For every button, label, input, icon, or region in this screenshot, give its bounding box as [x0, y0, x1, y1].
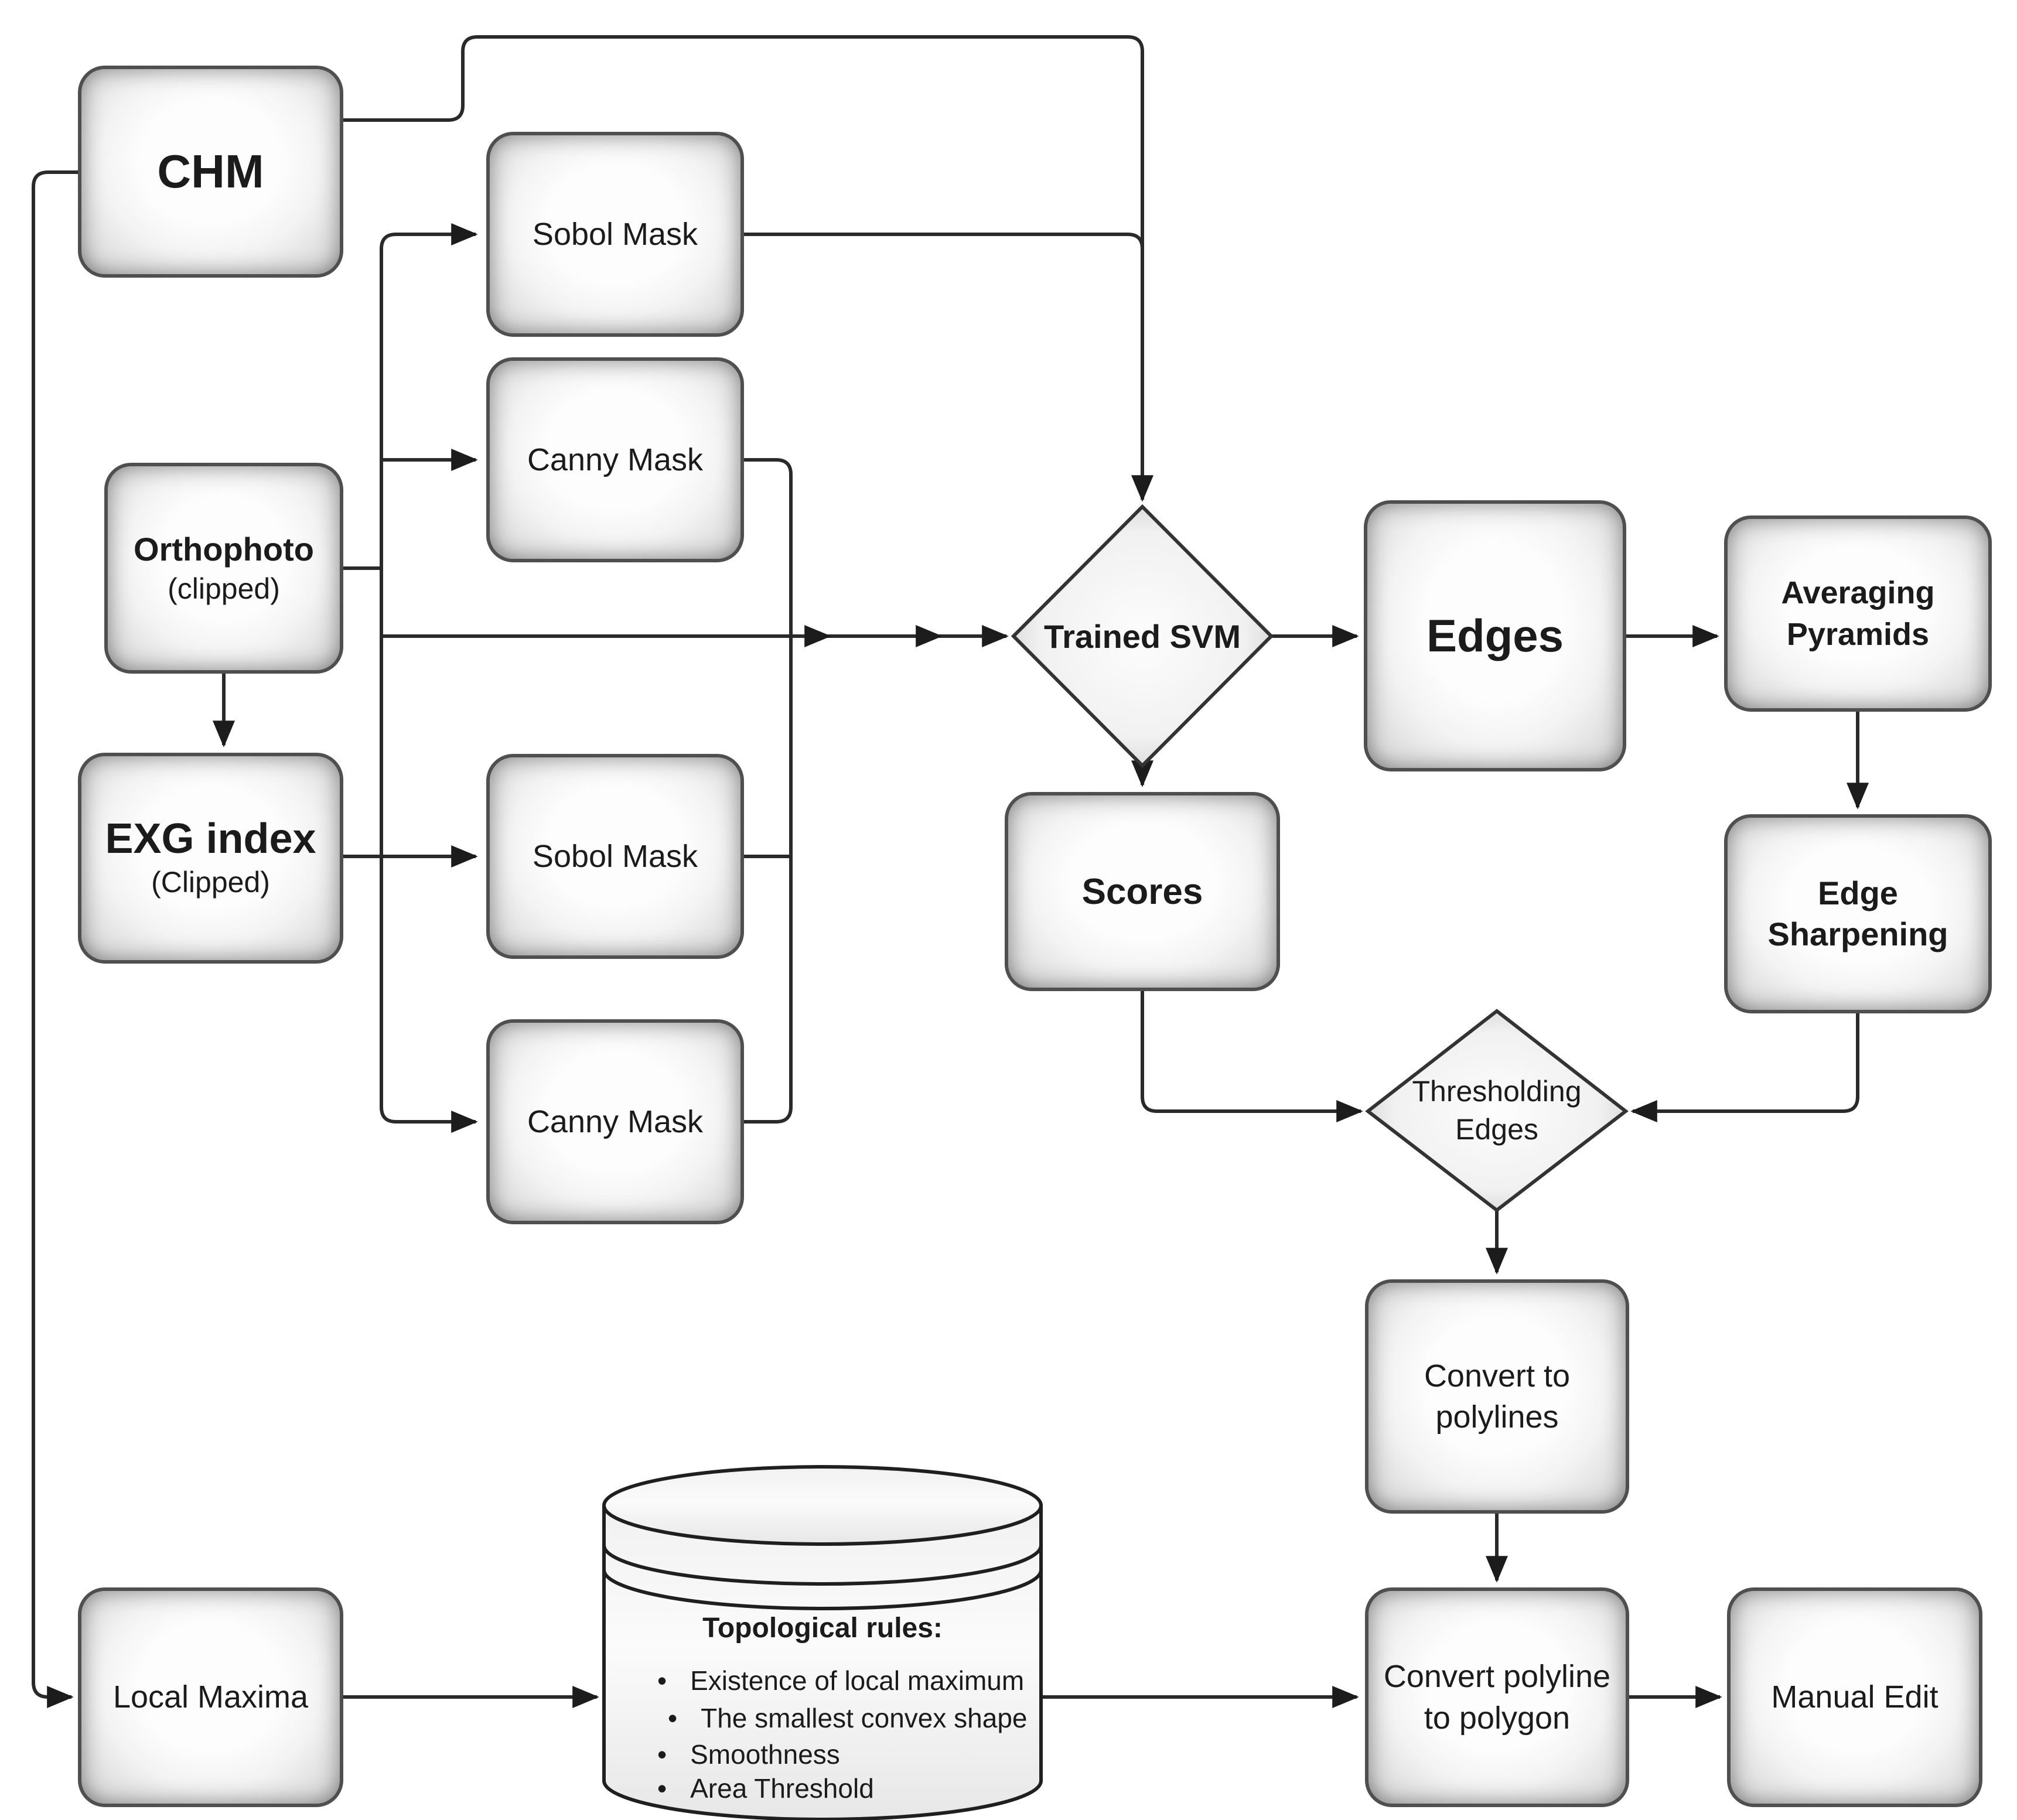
node-convert-to-polylines-label-line1: Convert to [1424, 1358, 1571, 1394]
node-edge-sharpening-label-line1: Edge [1818, 875, 1898, 911]
topological-rules-title: Topological rules: [702, 1613, 943, 1644]
node-scores-label: Scores [1081, 871, 1203, 912]
bullet-dot: • [657, 1665, 667, 1696]
edge-canny-bottom-to-collector [744, 1107, 793, 1124]
node-orthophoto-label-line2: (clipped) [168, 572, 280, 605]
edge-canny-top-to-collector [744, 458, 793, 1107]
node-exg-index-label-line1: EXG index [105, 815, 316, 863]
node-local-maxima-label: Local Maxima [112, 1679, 309, 1715]
node-canny-mask-bottom-label: Canny Mask [527, 1104, 704, 1139]
node-manual-edit: Manual Edit [1727, 1587, 1982, 1807]
node-exg-index: EXG index (Clipped) [78, 753, 343, 964]
node-convert-polyline-to-polygon-label-line1: Convert polyline [1383, 1659, 1611, 1695]
node-averaging-pyramids-label-line2: Pyramids [1786, 616, 1930, 652]
topological-rule-item: • The smallest convex shape [668, 1702, 1043, 1734]
edge-chm-to-local-maxima [32, 170, 78, 1708]
thresholding-edges-diamond-shape [1365, 1009, 1629, 1213]
node-convert-to-polylines-label-line2: polylines [1435, 1399, 1559, 1435]
bullet-dot: • [668, 1703, 678, 1733]
node-thresholding-edges-label-line1: Thresholding [1412, 1075, 1582, 1108]
node-convert-polyline-to-polygon-label-line2: to polygon [1424, 1700, 1571, 1736]
node-convert-polyline-to-polygon: Convert polyline to polygon [1365, 1587, 1629, 1807]
node-orthophoto-label-line1: Orthophoto [134, 530, 314, 568]
edge-chm-to-trained-svm [343, 35, 1153, 502]
node-sobol-mask-top: Sobol Mask [486, 132, 744, 337]
node-thresholding-edges-label: Thresholding Edges [1368, 1040, 1626, 1181]
edge-edge-sharpening-to-thresholding [1630, 1013, 1859, 1122]
node-canny-mask-top-label: Canny Mask [527, 442, 704, 477]
node-convert-to-polylines: Convert to polylines [1365, 1279, 1629, 1514]
node-edges-label: Edges [1426, 610, 1564, 661]
node-averaging-pyramids-label-line1: Averaging [1781, 575, 1935, 611]
edge-sobol-top-to-trained-svm [744, 233, 1144, 250]
node-thresholding-edges-label-line2: Edges [1455, 1113, 1538, 1146]
node-averaging-pyramids: Averaging Pyramids [1724, 515, 1992, 712]
node-exg-index-label-line2: (Clipped) [151, 865, 270, 899]
node-trained-svm-label: Trained SVM [1043, 617, 1241, 655]
node-sobol-mask-top-label: Sobol Mask [532, 216, 698, 252]
topological-rule-text: Existence of local maximum [690, 1665, 1025, 1696]
node-canny-mask-bottom: Canny Mask [486, 1019, 744, 1224]
edge-trunk-to-canny-bottom [380, 1107, 478, 1133]
node-manual-edit-label: Manual Edit [1771, 1679, 1938, 1715]
topological-rule-item: • Existence of local maximum [657, 1665, 1032, 1696]
bullet-dot: • [657, 1739, 667, 1770]
node-edge-sharpening-label-line2: Sharpening [1767, 916, 1948, 952]
topological-rule-item: • Area Threshold [657, 1773, 1032, 1804]
node-sobol-mask-bottom-label: Sobol Mask [532, 838, 698, 874]
topological-rule-text: The smallest convex shape [701, 1703, 1028, 1733]
topological-rule-text: Smoothness [690, 1739, 840, 1770]
node-chm-label: CHM [157, 145, 264, 197]
node-chm: CHM [78, 66, 343, 278]
node-scores: Scores [1005, 792, 1280, 991]
node-sobol-mask-bottom: Sobol Mask [486, 754, 744, 959]
bullet-dot: • [657, 1773, 667, 1804]
node-orthophoto: Orthophoto (clipped) [104, 463, 343, 674]
node-local-maxima: Local Maxima [78, 1587, 343, 1807]
trained-svm-diamond-shape [1011, 504, 1274, 769]
topological-rule-text: Area Threshold [690, 1773, 874, 1804]
edge-trunk-to-sobol-top [380, 223, 478, 1107]
database-cylinder-shape [602, 1465, 1043, 1820]
node-edges: Edges [1364, 500, 1626, 771]
edge-scores-to-thresholding [1141, 991, 1363, 1122]
node-canny-mask-top: Canny Mask [486, 357, 744, 562]
topological-rule-item: • Smoothness [657, 1739, 1032, 1770]
node-edge-sharpening: Edge Sharpening [1724, 814, 1992, 1013]
